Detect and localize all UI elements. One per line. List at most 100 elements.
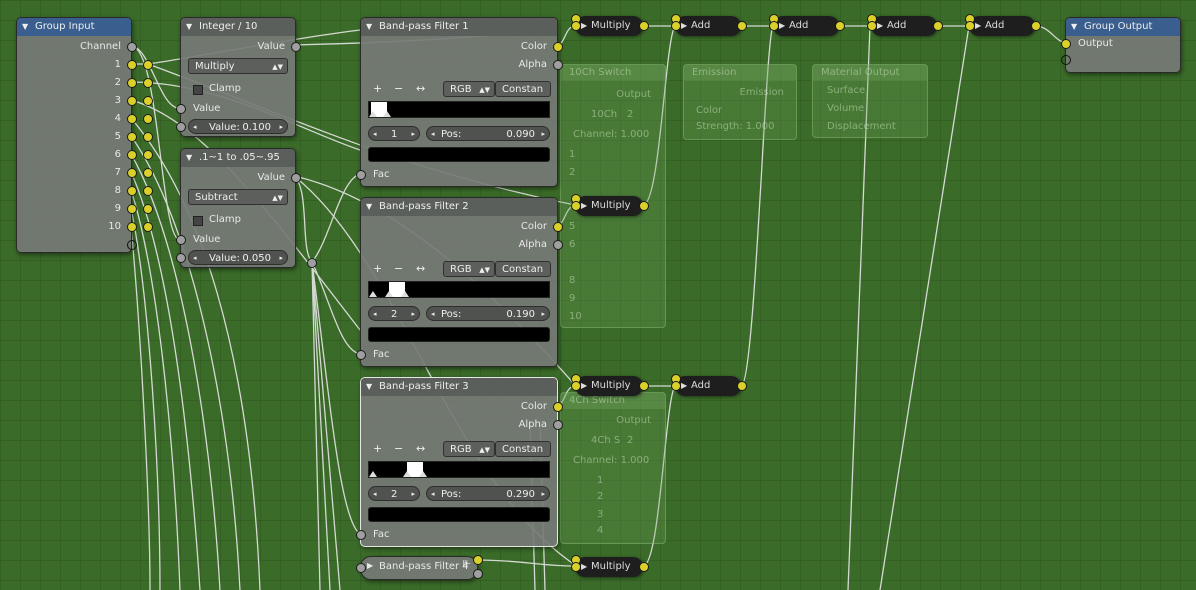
- range-math-node[interactable]: ▼ .1~1 to .05~.95 Value Subtract▲▼ Clamp…: [176, 148, 301, 268]
- channel-socket[interactable]: [127, 42, 137, 52]
- value-field[interactable]: ◂ Value: 0.100 ▸: [188, 119, 288, 134]
- output-socket[interactable]: [1031, 21, 1041, 31]
- multiply-node[interactable]: ▶ Multiply: [571, 14, 649, 36]
- triangle-down-icon[interactable]: ▼: [366, 202, 373, 211]
- alpha-output-socket[interactable]: [553, 420, 563, 430]
- arrow-right-icon[interactable]: ▸: [411, 130, 415, 138]
- stop-color-swatch[interactable]: [368, 327, 550, 342]
- ramp-stop[interactable]: [383, 111, 391, 117]
- alpha-output-socket[interactable]: [553, 60, 563, 70]
- color-ramp[interactable]: [368, 101, 550, 118]
- reroute-socket[interactable]: [143, 114, 153, 124]
- ramp-stop[interactable]: [385, 291, 393, 297]
- band-pass-filter-header[interactable]: ▼ Band-pass Filter 3: [361, 378, 557, 396]
- value-output-socket[interactable]: [291, 42, 301, 52]
- output-socket[interactable]: [127, 204, 137, 214]
- operation-dropdown[interactable]: Subtract▲▼: [188, 189, 288, 205]
- input-socket[interactable]: [671, 381, 681, 391]
- arrow-right-icon[interactable]: ▸: [541, 490, 545, 498]
- band-pass-filter-3-node[interactable]: ▼ Band-pass Filter 3 Color Alpha + − ↔ R…: [356, 377, 563, 547]
- triangle-down-icon[interactable]: ▼: [1071, 22, 1078, 31]
- reroute-socket[interactable]: [143, 132, 153, 142]
- color-output-socket[interactable]: [553, 402, 563, 412]
- ramp-stop[interactable]: [369, 111, 377, 117]
- plus-icon[interactable]: +: [373, 442, 383, 455]
- clamp-checkbox[interactable]: [193, 216, 203, 226]
- output-socket[interactable]: [639, 201, 649, 211]
- output-socket[interactable]: [127, 60, 137, 70]
- output-socket[interactable]: [639, 21, 649, 31]
- add-node[interactable]: ▶ Add: [769, 14, 845, 36]
- arrow-right-icon[interactable]: ▸: [411, 490, 415, 498]
- output-socket[interactable]: [127, 168, 137, 178]
- arrow-right-icon[interactable]: ▸: [411, 310, 415, 318]
- add-node[interactable]: ▶ Add: [867, 14, 943, 36]
- triangle-right-icon[interactable]: ▶: [877, 21, 884, 30]
- color-mode-dropdown[interactable]: RGB▲▼: [443, 261, 495, 277]
- flip-arrows-icon[interactable]: ↔: [416, 442, 426, 455]
- ramp-stop[interactable]: [369, 291, 377, 297]
- stop-position-field[interactable]: ◂ Pos: 0.290 ▸: [426, 486, 550, 501]
- reroute-socket[interactable]: [307, 258, 317, 268]
- triangle-right-icon[interactable]: ▶: [581, 562, 588, 571]
- stop-color-swatch[interactable]: [368, 507, 550, 522]
- alpha-output-socket[interactable]: [553, 240, 563, 250]
- arrow-left-icon[interactable]: ◂: [431, 310, 435, 318]
- input-socket[interactable]: [571, 201, 581, 211]
- output-socket[interactable]: [737, 21, 747, 31]
- reroute-socket[interactable]: [143, 96, 153, 106]
- group-input-node[interactable]: ▼ Group Input Channel 1 2 3 4 5 6 7 8 9 …: [16, 17, 137, 253]
- plus-icon[interactable]: +: [373, 262, 383, 275]
- minus-icon[interactable]: −: [394, 262, 404, 275]
- fac-input-socket[interactable]: [356, 530, 366, 540]
- ramp-stop[interactable]: [419, 471, 427, 477]
- band-pass-filter-header[interactable]: ▼ Band-pass Filter 2: [361, 198, 557, 216]
- input-socket[interactable]: [571, 381, 581, 391]
- arrow-right-icon[interactable]: ▸: [279, 123, 283, 131]
- fac-input-socket[interactable]: [356, 350, 366, 360]
- interpolation-dropdown[interactable]: Constan: [495, 81, 551, 97]
- input-socket[interactable]: [965, 21, 975, 31]
- output-socket[interactable]: [933, 21, 943, 31]
- input-socket[interactable]: [867, 21, 877, 31]
- arrow-right-icon[interactable]: ▸: [541, 130, 545, 138]
- stop-index-field[interactable]: ◂ 2 ▸: [368, 306, 420, 321]
- triangle-right-icon[interactable]: ▶: [779, 21, 786, 30]
- add-node[interactable]: ▶ Add: [965, 14, 1041, 36]
- color-ramp[interactable]: [368, 461, 550, 478]
- triangle-down-icon[interactable]: ▼: [186, 22, 193, 31]
- triangle-right-icon[interactable]: ▶: [367, 561, 374, 570]
- output-socket[interactable]: [127, 114, 137, 124]
- output-socket[interactable]: [127, 150, 137, 160]
- reroute-socket[interactable]: [143, 204, 153, 214]
- empty-socket[interactable]: [127, 240, 137, 250]
- ramp-stop[interactable]: [401, 291, 409, 297]
- triangle-right-icon[interactable]: ▶: [581, 381, 588, 390]
- output-input-socket[interactable]: [1061, 39, 1071, 49]
- arrow-left-icon[interactable]: ◂: [373, 310, 377, 318]
- group-icon[interactable]: ⊪: [462, 559, 471, 570]
- input-socket[interactable]: [571, 21, 581, 31]
- band-pass-filter-1-node[interactable]: ▼ Band-pass Filter 1 Color Alpha + − ↔ R…: [356, 17, 563, 187]
- stop-position-field[interactable]: ◂ Pos: 0.090 ▸: [426, 126, 550, 141]
- arrow-right-icon[interactable]: ▸: [541, 310, 545, 318]
- interpolation-dropdown[interactable]: Constan: [495, 441, 551, 457]
- output-socket[interactable]: [639, 562, 649, 572]
- reroute-socket[interactable]: [143, 222, 153, 232]
- stop-index-field[interactable]: ◂ 2 ▸: [368, 486, 420, 501]
- triangle-right-icon[interactable]: ▶: [681, 381, 688, 390]
- reroute-socket[interactable]: [143, 60, 153, 70]
- arrow-left-icon[interactable]: ◂: [193, 254, 197, 262]
- interpolation-dropdown[interactable]: Constan: [495, 261, 551, 277]
- value-input-socket[interactable]: [176, 104, 186, 114]
- arrow-right-icon[interactable]: ▸: [279, 254, 283, 262]
- value-output-socket[interactable]: [291, 173, 301, 183]
- output-socket[interactable]: [127, 78, 137, 88]
- color-output-socket[interactable]: [553, 222, 563, 232]
- output-socket[interactable]: [127, 222, 137, 232]
- integer-math-header[interactable]: ▼ Integer / 10: [181, 18, 295, 36]
- ramp-stop[interactable]: [403, 471, 411, 477]
- group-input-header[interactable]: ▼ Group Input: [17, 18, 131, 36]
- color-mode-dropdown[interactable]: RGB▲▼: [443, 81, 495, 97]
- reroute-socket[interactable]: [143, 186, 153, 196]
